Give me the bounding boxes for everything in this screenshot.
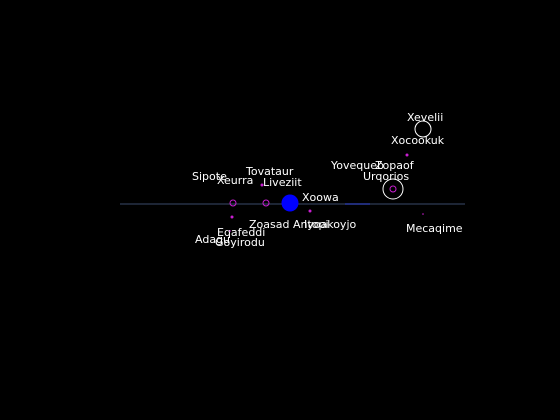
- star-icon[interactable]: [281, 194, 299, 212]
- body-liveziit[interactable]: Liveziit: [262, 176, 302, 207]
- body-label: Zopaof: [375, 159, 415, 172]
- body-label: Zoasad: [249, 218, 289, 231]
- planet-icon[interactable]: [260, 183, 264, 187]
- body-xevelii[interactable]: Xevelii: [407, 111, 443, 138]
- body-label: Tovataur: [245, 165, 294, 178]
- body-label: Xevelii: [407, 111, 443, 124]
- star-label: Xoowa: [302, 191, 339, 204]
- body-label: Eqafeddi: [217, 226, 265, 239]
- star-node[interactable]: Xoowa: [281, 191, 339, 212]
- body-yovequeb[interactable]: Yovequeb: [330, 159, 384, 172]
- body-label: Mecaqime: [406, 222, 463, 235]
- ring-marker-icon[interactable]: [382, 178, 404, 200]
- ring-marker-icon[interactable]: [414, 120, 432, 138]
- planet-icon[interactable]: [229, 199, 237, 207]
- body-xeurra[interactable]: Xeurra: [217, 174, 253, 207]
- body-label: Iyoakoyjo: [304, 218, 356, 231]
- planet-icon[interactable]: [229, 230, 231, 232]
- body-zoasad[interactable]: Zoasad: [249, 218, 289, 231]
- planet-icon[interactable]: [389, 185, 397, 193]
- body-zopaof[interactable]: Zopaof: [375, 159, 415, 200]
- body-label: Antopi: [293, 218, 329, 231]
- body-label: Sipote: [192, 170, 227, 183]
- body-iyoakoyjo[interactable]: Iyoakoyjo: [304, 209, 356, 232]
- body-adagu[interactable]: Adagu: [195, 230, 231, 246]
- body-xocookuk[interactable]: Xocookuk: [391, 134, 445, 157]
- body-label: Yovequeb: [330, 159, 384, 172]
- body-label: Urqorios: [363, 170, 409, 183]
- body-goyirodu[interactable]: Goyirodu: [215, 236, 265, 249]
- planet-icon[interactable]: [308, 209, 312, 213]
- body-label: Goyirodu: [215, 236, 265, 249]
- body-label: Adagu: [195, 233, 230, 246]
- body-label: Xeurra: [217, 174, 253, 187]
- body-eqafeddi[interactable]: Eqafeddi: [217, 215, 265, 240]
- body-sipote[interactable]: Sipote: [192, 170, 227, 183]
- planet-icon[interactable]: [405, 153, 409, 157]
- body-label: Xocookuk: [391, 134, 445, 147]
- planet-icon[interactable]: [230, 215, 234, 219]
- body-label: Liveziit: [263, 176, 302, 189]
- body-tovataur[interactable]: Tovataur: [245, 165, 294, 187]
- body-urqorios[interactable]: Urqorios: [363, 170, 409, 183]
- body-mecaqime[interactable]: Mecaqime: [406, 213, 463, 235]
- planet-icon[interactable]: [262, 199, 270, 207]
- body-antopi[interactable]: Antopi: [293, 218, 329, 231]
- planet-icon[interactable]: [422, 213, 424, 215]
